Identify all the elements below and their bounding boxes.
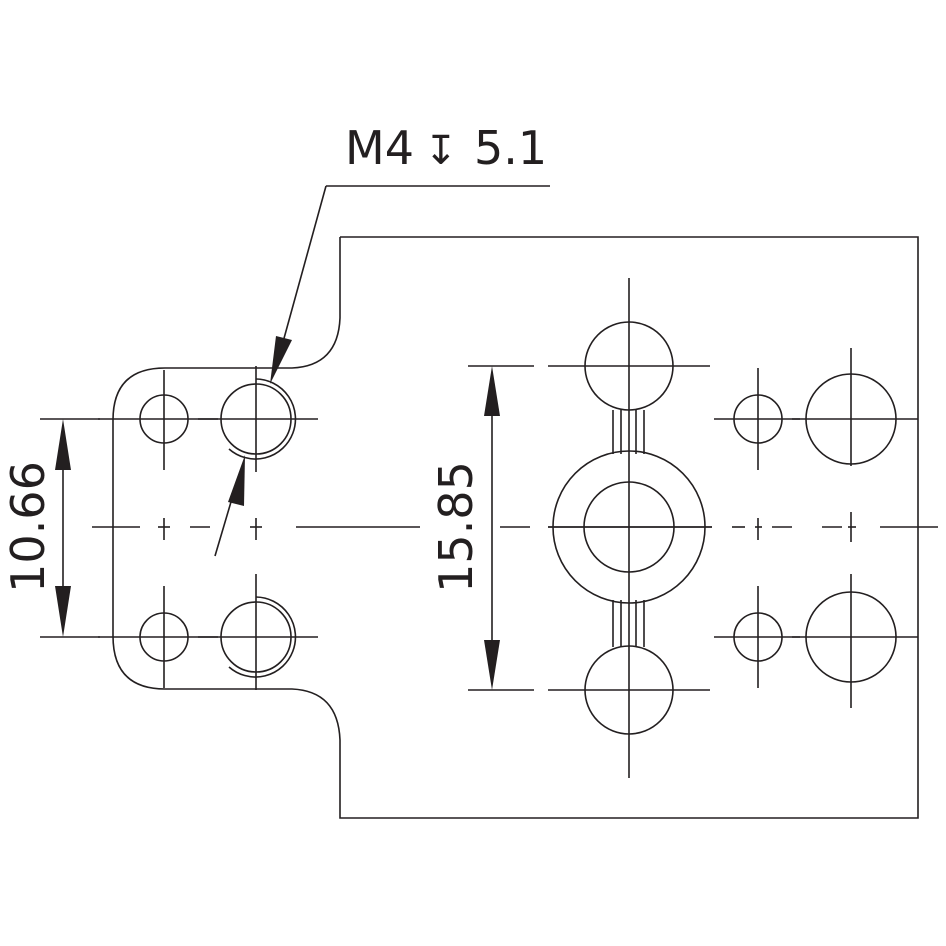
left-flange: [112, 317, 341, 741]
right-large-hole-top: [792, 348, 918, 466]
leader-arrowhead-top: [270, 336, 292, 384]
main-block: [339, 236, 919, 819]
thread-callout: M4 ↧ 5.1: [214, 121, 550, 557]
arrowhead-up-left: [55, 419, 71, 470]
right-vertical-centerline: [757, 512, 852, 542]
threaded-hole-top: [198, 366, 318, 472]
left-small-hole-bottom: [98, 586, 218, 688]
callout-thread: M4: [345, 121, 414, 175]
left-vertical-centerline: [163, 518, 257, 540]
callout-depth: 5.1: [474, 121, 547, 175]
depth-icon: ↧: [424, 128, 458, 174]
center-dimension: 15.85: [429, 365, 534, 691]
left-dimension-label: 10.66: [1, 461, 55, 593]
leader-arrowhead-bottom: [228, 455, 245, 506]
left-small-hole-top: [98, 370, 218, 470]
arrowhead-down-left: [55, 586, 71, 637]
threaded-hole-bottom: [198, 574, 318, 690]
center-port-group: [548, 278, 712, 778]
arrowhead-down-center: [484, 640, 500, 690]
right-small-hole-top: [714, 368, 800, 470]
right-small-hole-bottom: [714, 586, 800, 688]
center-dimension-label: 15.85: [429, 461, 483, 593]
left-dimension: 10.66: [1, 418, 100, 638]
arrowhead-up-center: [484, 366, 500, 416]
right-large-hole-bottom: [792, 574, 918, 708]
